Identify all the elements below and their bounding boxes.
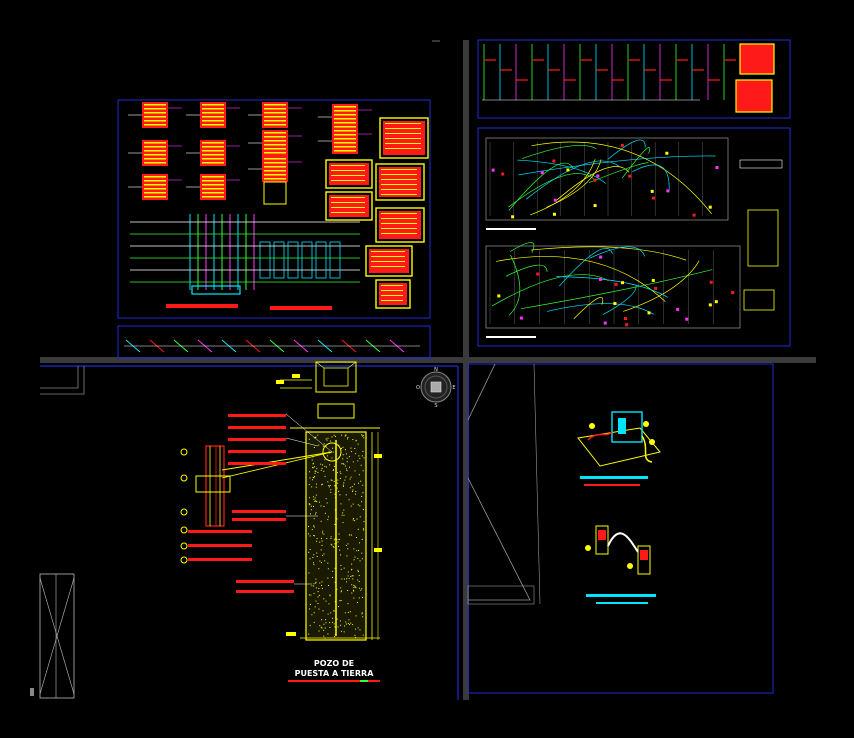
panel-schedule-5[interactable] <box>248 130 302 156</box>
panel-schedule-1[interactable] <box>186 102 240 128</box>
panel-schedule-6[interactable] <box>248 156 302 182</box>
ground-rod-isometric[interactable] <box>195 445 333 527</box>
legend-table-0[interactable] <box>379 117 429 159</box>
panel-schedule-10[interactable] <box>318 128 372 154</box>
detail-title-line2: PUESTA A TIERRA <box>295 669 375 678</box>
panel-schedule-3[interactable] <box>186 140 240 166</box>
panel-schedule-4[interactable] <box>248 102 302 128</box>
legend-table-6[interactable] <box>375 279 411 309</box>
top-right-sheet-panels[interactable] <box>477 39 791 119</box>
horizontal-viewport-divider[interactable] <box>40 357 816 363</box>
legend-table-4[interactable] <box>375 207 425 243</box>
compass-west[interactable]: O <box>416 385 420 391</box>
junction-box-isometric[interactable] <box>577 411 661 467</box>
legend-table-2[interactable] <box>325 191 373 221</box>
panel-schedule-8[interactable] <box>186 174 240 200</box>
compass-north[interactable]: N <box>434 367 438 373</box>
detail-title-line1: POZO DE <box>314 659 354 668</box>
panel-schedule-7[interactable] <box>128 174 182 200</box>
panel-schedule-0[interactable] <box>128 102 182 128</box>
legend-table-5[interactable] <box>365 245 413 277</box>
vertical-viewport-divider[interactable] <box>463 40 469 700</box>
bottom-right-viewport[interactable] <box>467 363 774 694</box>
grounding-well-section[interactable] <box>276 361 382 641</box>
top-left-sheet[interactable] <box>117 99 431 359</box>
panel-schedule-9[interactable] <box>318 104 372 130</box>
panel-schedule-2[interactable] <box>128 140 182 166</box>
top-right-sheet-floorplan[interactable] <box>477 127 791 347</box>
view-cube-compass[interactable]: N S E O <box>416 367 456 409</box>
bottom-left-viewport[interactable]: POZO DE PUESTA A TIERRA <box>30 361 459 700</box>
switch-connection-isometric[interactable] <box>585 525 651 575</box>
riser-diagram[interactable] <box>130 181 360 310</box>
compass-east[interactable]: E <box>452 385 455 391</box>
legend-table-1[interactable] <box>325 159 373 189</box>
compass-south[interactable]: S <box>434 403 437 409</box>
legend-table-3[interactable] <box>375 163 425 201</box>
